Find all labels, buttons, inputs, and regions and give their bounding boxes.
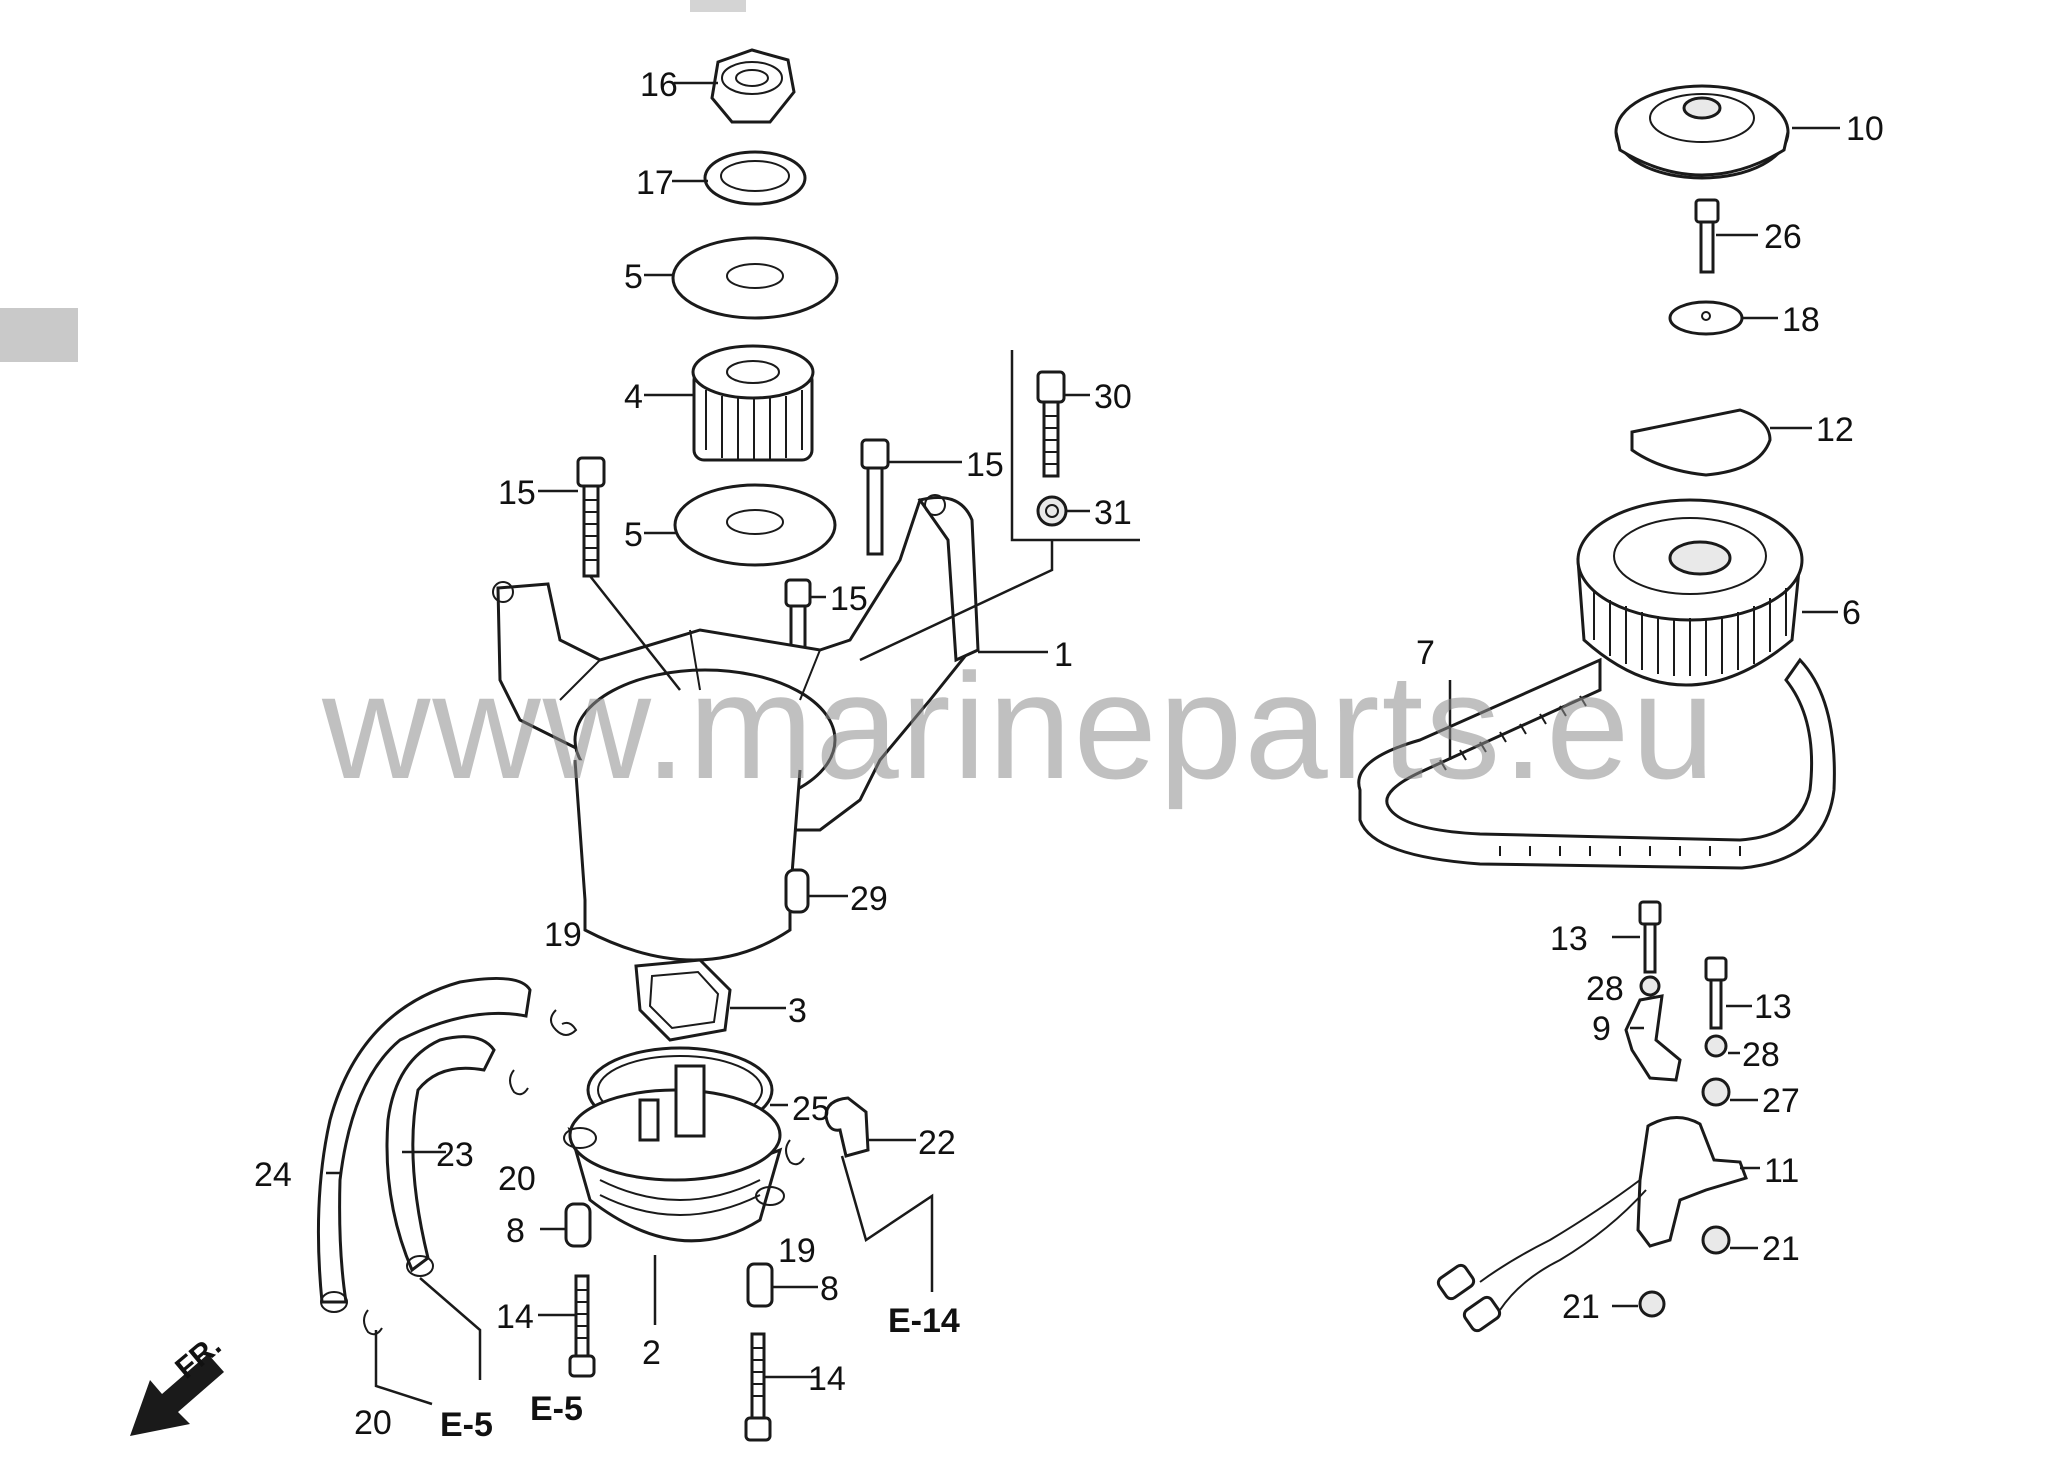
ref-e5-right: E-5 [530, 1390, 583, 1428]
part-22-elbow [824, 1096, 870, 1158]
callout-20-lower: 20 [354, 1404, 392, 1442]
ref-e5-upper: E-5 [440, 1406, 493, 1444]
callout-13-left: 13 [1550, 920, 1588, 958]
part-6-pulley [1576, 498, 1804, 687]
callout-2: 2 [642, 1334, 661, 1372]
callout-15-center: 15 [830, 580, 868, 618]
part-29-plug [784, 868, 810, 914]
callout-28-right: 28 [1742, 1036, 1780, 1074]
callout-25: 25 [792, 1090, 830, 1128]
part-21-nut-upper [1701, 1225, 1731, 1255]
callout-14-left: 14 [496, 1298, 534, 1336]
part-15-bolt-right [860, 438, 890, 556]
callout-20-mid: 20 [498, 1160, 536, 1198]
callout-23: 23 [436, 1136, 474, 1174]
part-13-screw-right [1704, 956, 1728, 1030]
callout-29: 29 [850, 880, 888, 918]
scan-artifact [0, 308, 78, 362]
part-15-bolt-left [576, 456, 606, 578]
watermark: www.marineparts.eu [321, 642, 1717, 810]
callout-17: 17 [636, 164, 674, 202]
part-10-cap [1614, 84, 1790, 180]
part-4-gear [691, 344, 815, 462]
callout-13-right: 13 [1754, 988, 1792, 1026]
part-21-nut-lower [1638, 1290, 1666, 1318]
direction-label: FR. [169, 1329, 227, 1385]
part-23-hose [385, 1035, 496, 1277]
part-13-screw-left [1638, 900, 1662, 974]
callout-24: 24 [254, 1156, 292, 1194]
part-18-washer [1668, 300, 1744, 336]
part-19-clip-lower [785, 1139, 805, 1166]
callout-27: 27 [1762, 1082, 1800, 1120]
callout-28-left: 28 [1586, 970, 1624, 1008]
part-5-plate-lower [673, 483, 837, 567]
callout-15-left: 15 [498, 474, 536, 512]
part-8-plug-right [746, 1262, 774, 1308]
part-28-washer-right [1704, 1034, 1728, 1058]
callout-12: 12 [1816, 411, 1854, 449]
callout-19-lower: 19 [778, 1232, 816, 1270]
callout-6: 6 [1842, 594, 1861, 632]
callout-5-upper: 5 [624, 258, 643, 296]
part-17-washer [703, 150, 807, 206]
callout-10: 10 [1846, 110, 1884, 148]
callout-9: 9 [1592, 1010, 1611, 1048]
part-5-plate-upper [671, 236, 839, 320]
callout-22: 22 [918, 1124, 956, 1162]
callout-31: 31 [1094, 494, 1132, 532]
callout-21-lower: 21 [1562, 1288, 1600, 1326]
callout-8-right: 8 [820, 1270, 839, 1308]
part-16-nut [710, 48, 796, 124]
part-28-washer-left [1639, 975, 1661, 997]
part-20-clip-mid [509, 1069, 529, 1096]
part-26-screw [1694, 198, 1720, 274]
part-9-bracket [1624, 994, 1682, 1082]
part-3-gasket [634, 958, 732, 1042]
callout-7: 7 [1416, 634, 1435, 672]
part-20-clip-lower [363, 1309, 383, 1336]
callout-26: 26 [1764, 218, 1802, 256]
callout-1: 1 [1054, 636, 1073, 674]
callout-14-right: 14 [808, 1360, 846, 1398]
part-2-pump-body [563, 1064, 785, 1243]
part-19-clip-upper [550, 1009, 578, 1036]
scan-artifact [690, 0, 746, 12]
callout-15-right: 15 [966, 446, 1004, 484]
callout-8-left: 8 [506, 1212, 525, 1250]
part-14-bolt-right [744, 1332, 772, 1442]
part-27-nut [1701, 1077, 1731, 1107]
section-references: E-14 E-5 E-5 [440, 1302, 960, 1444]
part-31-nut [1036, 495, 1068, 527]
callout-21-upper: 21 [1762, 1230, 1800, 1268]
forward-arrow-icon [130, 1354, 224, 1436]
part-14-bolt-left [568, 1274, 596, 1378]
part-30-bolt [1036, 370, 1066, 478]
callout-19-upper: 19 [544, 916, 582, 954]
callout-16: 16 [640, 66, 678, 104]
part-8-plug-left [564, 1202, 592, 1248]
part-12-shim [1630, 408, 1772, 477]
leader-lines [326, 81, 1840, 1406]
callout-11: 11 [1764, 1152, 1799, 1190]
part-11-pulser [1436, 1116, 1748, 1333]
part-7-belt [1357, 657, 1836, 870]
callout-5-lower: 5 [624, 516, 643, 554]
bracket-line [1010, 350, 1140, 542]
callout-3: 3 [788, 992, 807, 1030]
callout-18: 18 [1782, 301, 1820, 339]
callout-labels: 16 17 5 4 5 15 15 15 30 31 1 29 3 25 22 … [254, 66, 1884, 1442]
callout-4: 4 [624, 378, 643, 416]
part-1-housing [492, 494, 980, 962]
ref-e14: E-14 [888, 1302, 960, 1340]
callout-30: 30 [1094, 378, 1132, 416]
part-24-hose [316, 976, 532, 1313]
